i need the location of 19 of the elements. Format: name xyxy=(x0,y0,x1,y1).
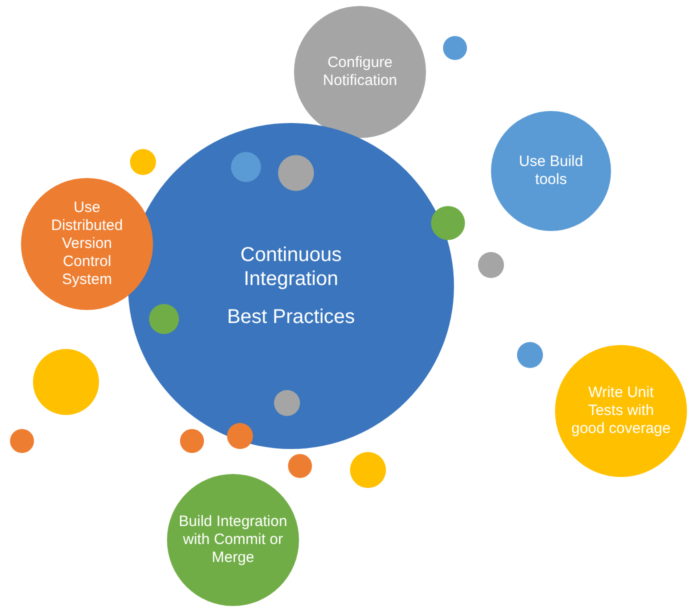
small-circle xyxy=(350,452,386,488)
circle-sublabel: Best Practices xyxy=(227,305,355,329)
circle-label: Build Integration with Commit or Merge xyxy=(178,513,288,567)
small-circle xyxy=(149,304,179,334)
small-circle xyxy=(431,206,465,240)
circle-label: Write Unit Tests with good coverage xyxy=(571,384,671,438)
circle-label: Configure Notification xyxy=(322,54,398,90)
small-circle xyxy=(517,342,543,368)
circle-label: Continuous Integration xyxy=(239,243,343,291)
small-circle xyxy=(278,155,314,191)
circle-label: Use Build tools xyxy=(518,153,584,189)
small-circle xyxy=(231,152,261,182)
small-circle xyxy=(10,429,34,453)
small-circle xyxy=(443,36,467,60)
small-circle xyxy=(180,429,204,453)
small-circle xyxy=(478,252,504,278)
small-circle xyxy=(274,390,300,416)
circle-label: Use Distributed Version Control System xyxy=(50,199,124,289)
small-circle xyxy=(288,454,312,478)
